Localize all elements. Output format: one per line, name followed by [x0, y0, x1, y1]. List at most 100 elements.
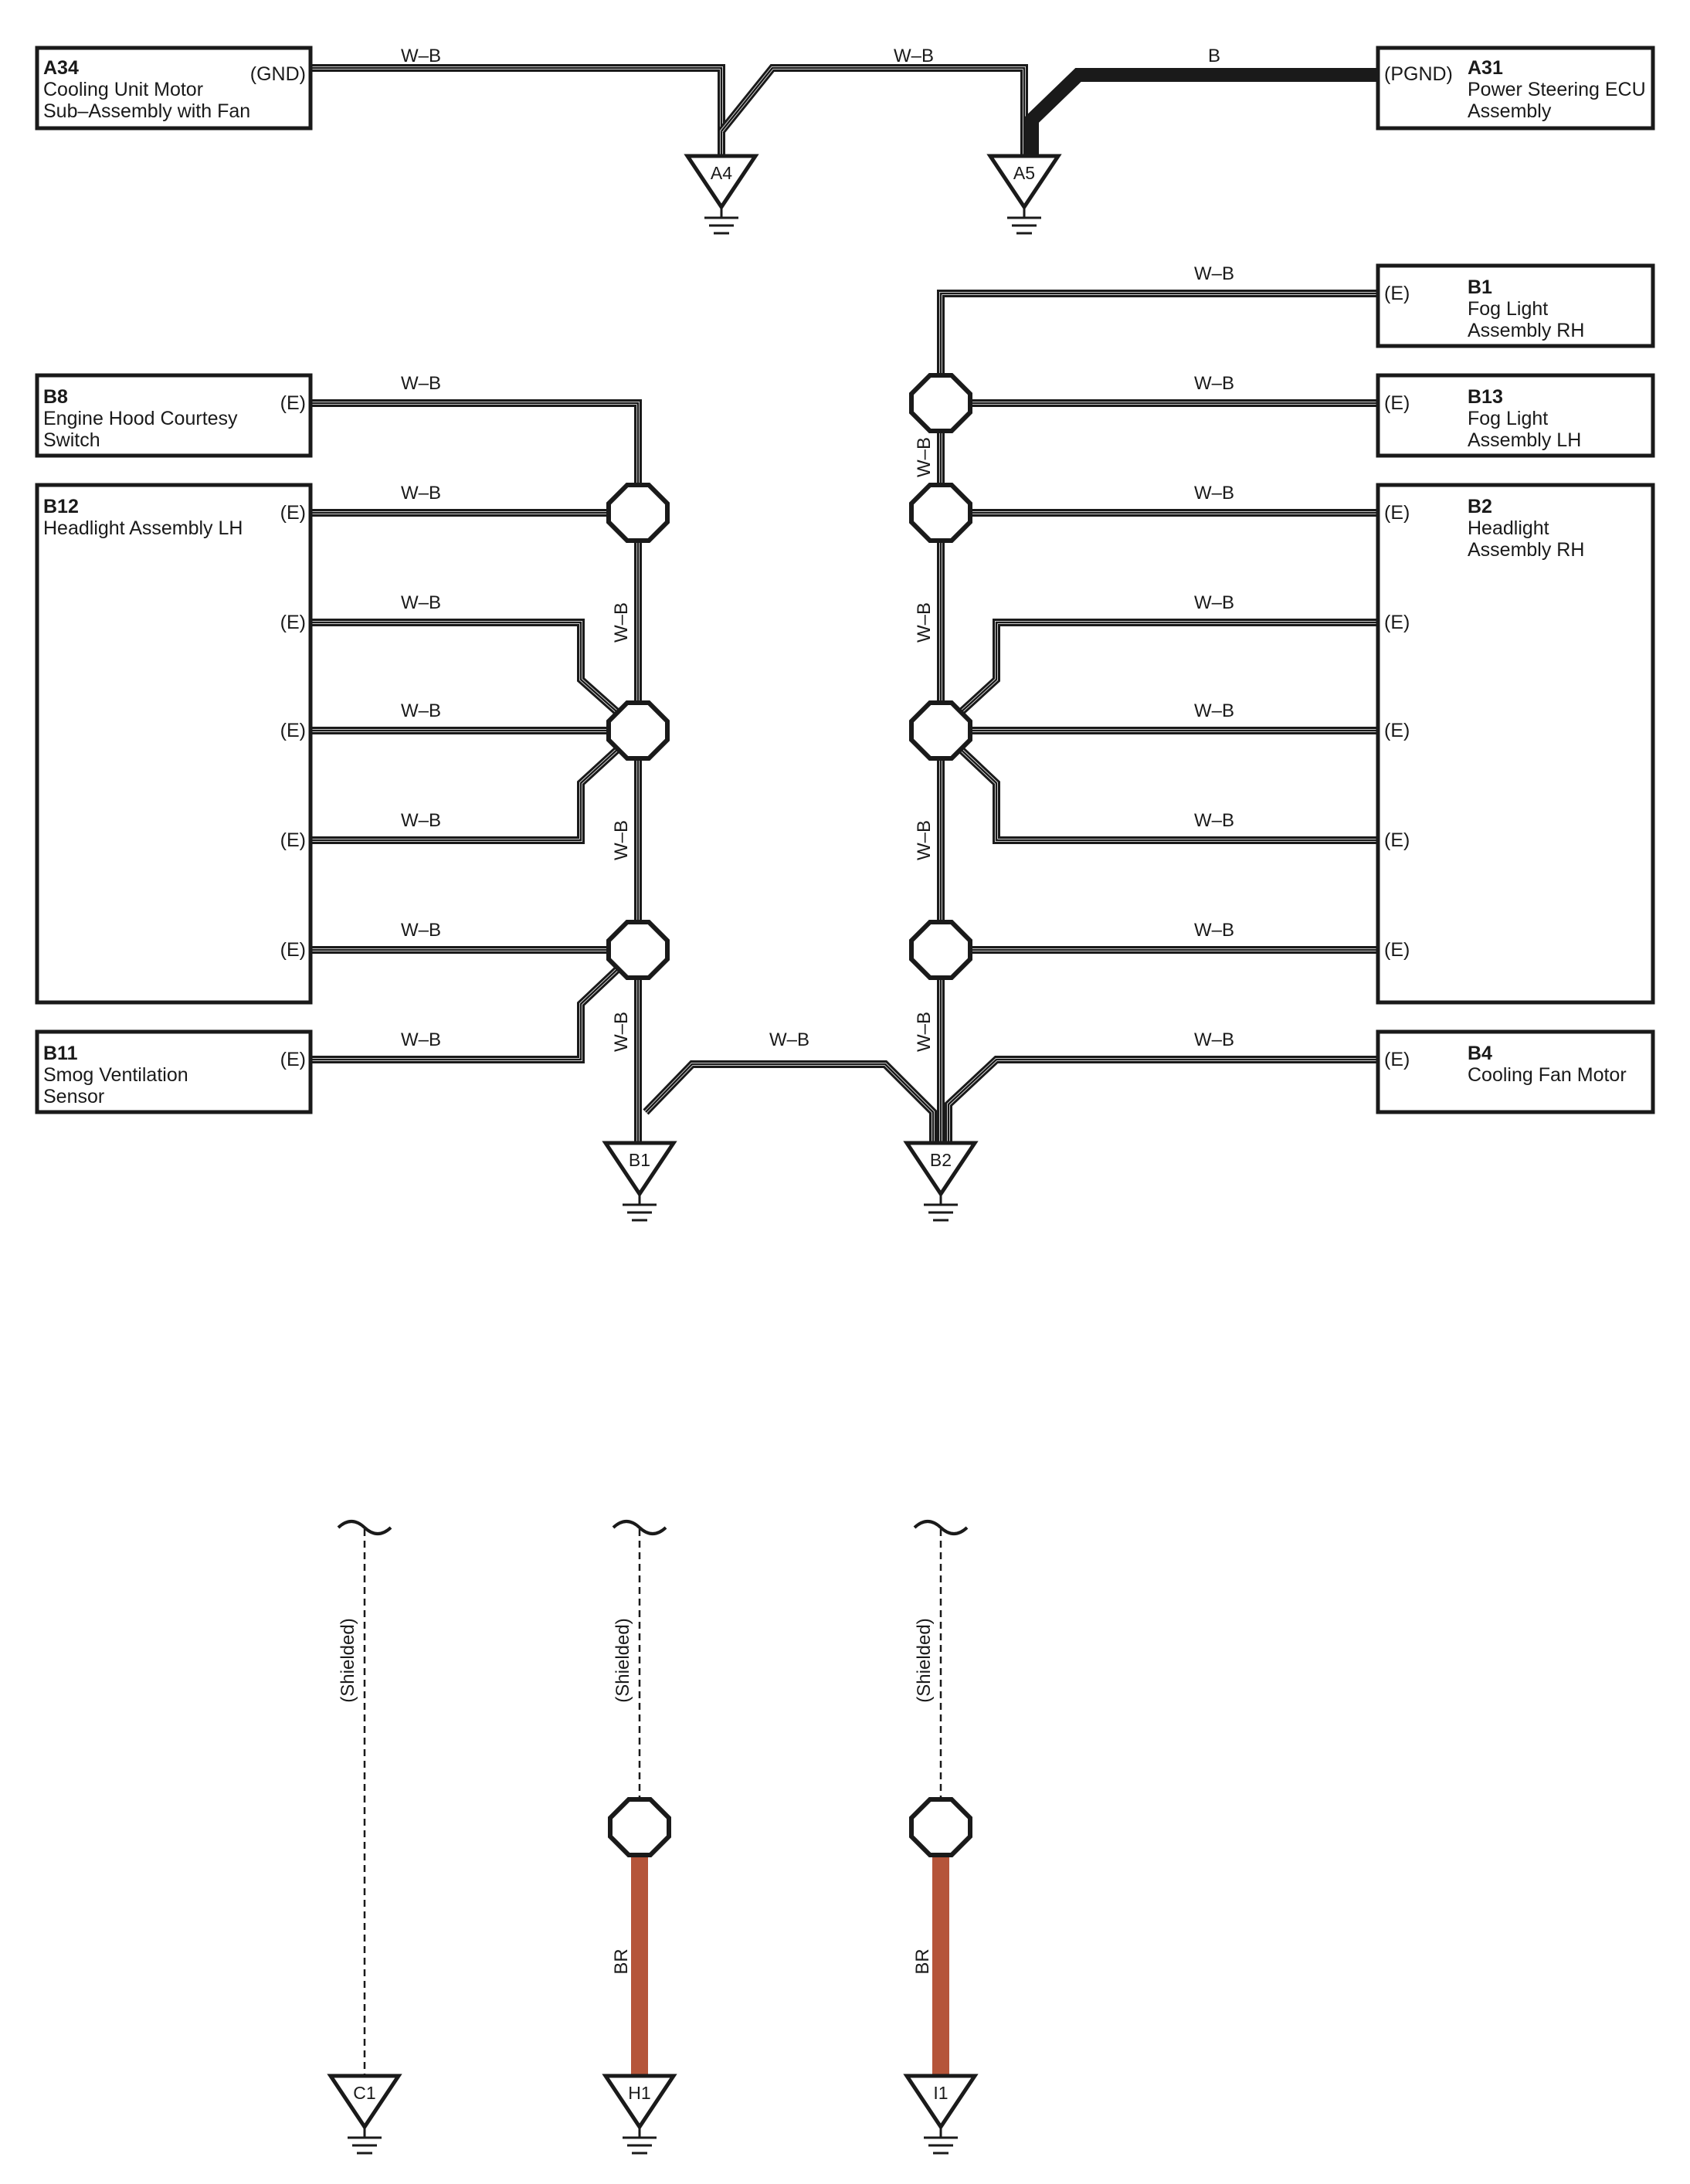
splice-junction: [909, 700, 972, 761]
wire-color-label: W–B: [1194, 1029, 1234, 1050]
wire-b2-pin2: [938, 619, 1378, 734]
splice-junction: [606, 700, 670, 761]
pin-label: (E): [1384, 283, 1410, 304]
wire-a34-to-a4: [311, 64, 725, 154]
component-name-line: Headlight: [1468, 517, 1549, 539]
wire-color-label: W–B: [1194, 700, 1234, 721]
component-name-line: Cooling Fan Motor: [1468, 1064, 1627, 1086]
wire-color-label: W–B: [401, 1029, 441, 1050]
wire-color-label: W–B: [611, 602, 632, 643]
pin-label: (E): [280, 1049, 306, 1070]
wire-b8-to-left-trunk: [311, 399, 642, 1143]
splice-junction: [909, 373, 972, 433]
wire-color-label: W–B: [914, 602, 935, 643]
wire-color-label: W–B: [914, 1012, 935, 1052]
wire-color-label: W–B: [1194, 810, 1234, 831]
wire-a4-to-a5: [718, 64, 1028, 154]
shielded-label: (Shielded): [613, 1618, 633, 1702]
component-name-line: Engine Hood Courtesy: [43, 408, 238, 429]
component-name-line: Assembly LH: [1468, 429, 1581, 451]
pin-label: (E): [280, 392, 306, 414]
component-b8: B8 Engine Hood Courtesy Switch (E): [35, 373, 313, 458]
wire-color-label: B: [1208, 46, 1220, 66]
ground-h1: H1: [602, 2074, 677, 2155]
ground-label: A4: [711, 163, 732, 183]
component-name-line: Headlight Assembly LH: [43, 517, 243, 539]
pin-label: (E): [280, 502, 306, 524]
shielded-label: (Shielded): [914, 1618, 935, 1702]
break-tilde-h1: [612, 1520, 667, 1535]
pin-label: (E): [1384, 720, 1410, 741]
component-name-line: Assembly RH: [1468, 539, 1584, 561]
pin-label: (E): [280, 939, 306, 961]
wire-b4: [945, 1056, 1378, 1143]
wire-b11: [311, 947, 641, 1063]
component-name-line: Fog Light: [1468, 298, 1548, 320]
component-b2: B2 Headlight Assembly RH (E) (E) (E) (E)…: [1376, 483, 1655, 1005]
component-name-line: Fog Light: [1468, 408, 1548, 429]
pin-label: (E): [1384, 829, 1410, 851]
wire-color-label: W–B: [401, 373, 441, 394]
pin-label: (GND): [250, 63, 306, 85]
wire-color-label: W–B: [401, 810, 441, 831]
component-name-line: Power Steering ECU: [1468, 79, 1646, 100]
shielded-label: (Shielded): [338, 1618, 358, 1702]
splice-junction: [909, 1797, 972, 1857]
component-b4: (E) B4 Cooling Fan Motor: [1376, 1029, 1655, 1114]
component-code: A34: [43, 57, 79, 79]
pin-label: (E): [1384, 392, 1410, 414]
component-code: B4: [1468, 1043, 1492, 1064]
ground-b2: B2: [903, 1141, 979, 1222]
ground-label: B1: [629, 1150, 650, 1170]
break-tilde-c1: [337, 1520, 392, 1535]
wire-color-label: W–B: [769, 1029, 809, 1050]
wire-b1-to-right-trunk: [937, 290, 1378, 1143]
ground-a5: A5: [986, 154, 1062, 235]
ground-i1: I1: [903, 2074, 979, 2155]
component-a34: A34 Cooling Unit Motor Sub–Assembly with…: [35, 46, 313, 131]
component-name-line: Assembly: [1468, 100, 1552, 122]
wire-color-label: W–B: [914, 820, 935, 860]
wire-color-label: BR: [912, 1948, 933, 1974]
pin-label: (E): [1384, 502, 1410, 524]
wire-color-label: BR: [611, 1948, 632, 1974]
component-name-line: Sub–Assembly with Fan: [43, 100, 250, 122]
wire-color-label: W–B: [401, 700, 441, 721]
wire-color-label: W–B: [611, 1012, 632, 1052]
wire-color-label: W–B: [1194, 263, 1234, 284]
component-b12: B12 Headlight Assembly LH (E) (E) (E) (E…: [35, 483, 313, 1005]
component-code: B13: [1468, 386, 1503, 408]
component-name-line: Assembly RH: [1468, 320, 1584, 341]
ground-label: H1: [628, 2083, 650, 2103]
component-code: B2: [1468, 496, 1492, 517]
wire-color-label: W–B: [401, 920, 441, 941]
component-b13: (E) B13 Fog Light Assembly LH: [1376, 373, 1655, 458]
wire-color-label: W–B: [401, 592, 441, 613]
pin-label: (E): [1384, 939, 1410, 961]
wire-b12-pin4: [311, 727, 641, 844]
component-code: B8: [43, 386, 68, 408]
component-code: B1: [1468, 276, 1492, 298]
splice-junction: [608, 1797, 671, 1857]
wire-color-label: W–B: [914, 437, 935, 477]
component-name-line: Sensor: [43, 1086, 104, 1107]
component-name-line: Switch: [43, 429, 100, 451]
wire-color-label: W–B: [1194, 483, 1234, 504]
wire-a31-to-a5: [1025, 68, 1378, 154]
splice-junction: [606, 920, 670, 980]
component-b11: B11 Smog Ventilation Sensor (E): [35, 1029, 313, 1114]
wire-labels: W–B W–B B W–B W–B W–B W–B W–B W–B W–B W–…: [338, 46, 1234, 1975]
wire-color-label: W–B: [1194, 592, 1234, 613]
pin-label: (E): [280, 720, 306, 741]
wire-b2-pin4: [938, 727, 1378, 844]
pin-label: (PGND): [1384, 63, 1453, 85]
component-a31: (PGND) A31 Power Steering ECU Assembly: [1376, 46, 1655, 131]
pin-label: (E): [1384, 1049, 1410, 1070]
junctions: [606, 373, 972, 1857]
component-name-line: Cooling Unit Motor: [43, 79, 203, 100]
wires: [311, 64, 1378, 2077]
pin-label: (E): [280, 612, 306, 633]
wire-color-label: W–B: [1194, 373, 1234, 394]
ground-b1: B1: [602, 1141, 677, 1222]
